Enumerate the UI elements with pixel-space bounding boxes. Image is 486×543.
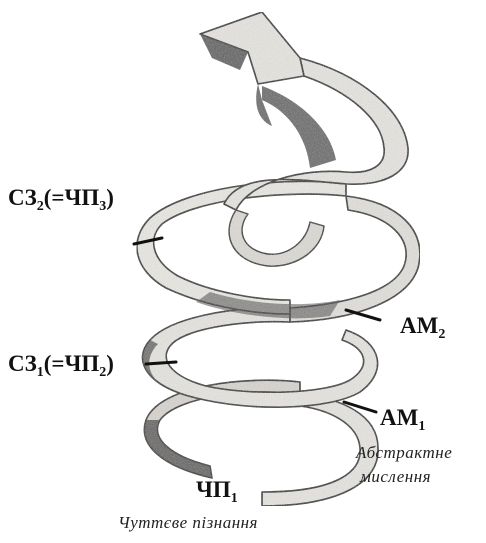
label-cz1-main: СЗ: [8, 351, 37, 376]
coil-lower-middle: [142, 308, 377, 407]
label-cz2-close: ): [106, 185, 114, 210]
label-am2-main: АМ: [400, 313, 438, 338]
label-am1-sub: 1: [418, 419, 425, 434]
coil-middle: [290, 196, 420, 322]
label-cz2-main: СЗ: [8, 185, 37, 210]
label-cz1-sub: 1: [37, 365, 44, 380]
label-abstract-line2: мислення: [360, 468, 431, 485]
coil-upper-inner: [229, 210, 324, 266]
label-am2: АМ2: [400, 314, 445, 337]
label-am2-sub: 2: [438, 327, 445, 342]
label-cz1-close: ): [106, 351, 114, 376]
label-cz2: СЗ2(=ЧП3): [8, 186, 114, 209]
label-cz2-sub: 2: [37, 199, 44, 214]
label-chp1: ЧП1: [196, 478, 238, 501]
label-cz2-paren: (=ЧП: [44, 185, 100, 210]
label-chp1-main: ЧП: [196, 477, 231, 502]
coil-bottom-shade: [144, 420, 212, 478]
label-am1-main: АМ: [380, 405, 418, 430]
label-am1: АМ1: [380, 406, 425, 429]
label-abstract-line1: Абстрактне: [356, 444, 452, 461]
label-cz1-paren: (=ЧП: [44, 351, 100, 376]
coil-upper-shade: [262, 86, 336, 168]
label-chp1-sub: 1: [231, 491, 238, 506]
label-sensory: Чуттєве пізнання: [118, 514, 258, 531]
label-cz1: СЗ1(=ЧП2): [8, 352, 114, 375]
marker-am2: [346, 310, 380, 320]
marker-cz1: [146, 362, 176, 364]
